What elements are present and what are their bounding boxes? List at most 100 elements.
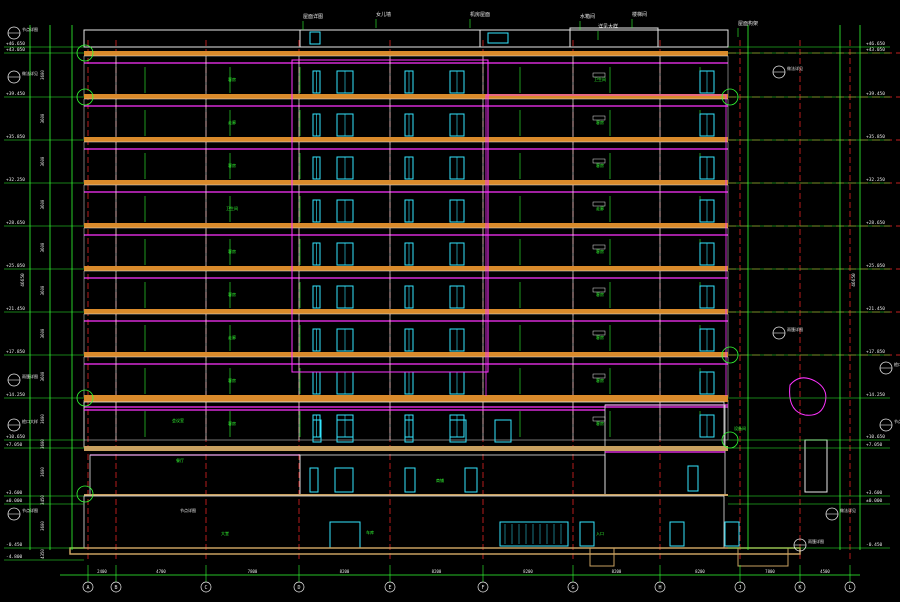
room-label: 客房 xyxy=(228,291,236,297)
top-label: 屋面详图 xyxy=(303,13,323,20)
left-elevation-label: +28.650 xyxy=(6,220,25,226)
right-elevation-label: +17.850 xyxy=(866,349,885,355)
room-label: 走廊 xyxy=(596,205,604,211)
right-elevation-label: +7.050 xyxy=(866,442,883,448)
callout-text: 节点详图 xyxy=(22,26,38,32)
grid-axis-label: J xyxy=(738,585,741,591)
node-marker xyxy=(721,88,739,106)
podium-label: 会议室 xyxy=(172,417,184,423)
window xyxy=(404,419,414,443)
callout-label: 节点详图 xyxy=(180,507,196,513)
foundation-pit xyxy=(737,547,789,567)
room-tag xyxy=(592,158,606,164)
grid-axis-label: A xyxy=(86,585,89,591)
story-dimension: 3600 xyxy=(40,285,45,295)
window xyxy=(404,467,416,493)
callout-text: 节点详图 xyxy=(894,418,900,424)
right-elevation-label: +28.650 xyxy=(866,220,885,226)
grid-axis-bubble xyxy=(293,581,305,593)
node-marker xyxy=(76,88,94,106)
window xyxy=(334,467,354,493)
room-label: 客房 xyxy=(228,162,236,168)
total-height-dimension: 46650 xyxy=(851,273,857,287)
roof-louver xyxy=(487,32,509,44)
node-marker xyxy=(721,346,739,364)
podium-hall xyxy=(299,454,606,496)
left-elevation-label: +39.450 xyxy=(6,91,25,97)
grid-dimension-value: 8200 xyxy=(695,569,705,574)
floor-bay xyxy=(83,184,729,226)
grid-axis-bubble xyxy=(567,581,579,593)
top-label: 女儿墙 xyxy=(376,11,391,18)
top-label: 水箱间 xyxy=(580,13,595,20)
floor-bay xyxy=(83,98,729,140)
grid-axis-bubble xyxy=(110,581,122,593)
floor-slab xyxy=(84,51,728,56)
grid-dimension-value: 8200 xyxy=(432,569,442,574)
top-label: 屋面构架 xyxy=(738,20,758,27)
lobby-space xyxy=(89,454,301,496)
callout-text: 檐口大样 xyxy=(22,418,38,424)
left-elevation-label: +25.050 xyxy=(6,263,25,269)
left-elevation-label: +21.450 xyxy=(6,306,25,312)
room-tag xyxy=(592,330,606,336)
node-marker xyxy=(76,44,94,62)
window xyxy=(336,419,354,443)
story-dimension: 4350 xyxy=(40,549,45,559)
right-elevation-label: +32.250 xyxy=(866,177,885,183)
left-elevation-label: +43.050 xyxy=(6,47,25,53)
floor-slab xyxy=(84,309,728,314)
grid-axis-label: L xyxy=(848,585,851,591)
room-tag xyxy=(592,287,606,293)
floor-slab xyxy=(84,352,728,357)
room-label: 客房 xyxy=(596,162,604,168)
floor-bay xyxy=(83,227,729,269)
room-label: 客房 xyxy=(596,377,604,383)
story-dimension: 3600 xyxy=(40,328,45,338)
room-label: 卫生间 xyxy=(594,76,606,82)
roof-parapet xyxy=(83,29,729,48)
left-elevation-label: +14.250 xyxy=(6,392,25,398)
grid-axis-bubble xyxy=(844,581,856,593)
entrance-door xyxy=(724,521,740,547)
right-elevation-label: +46.650 xyxy=(866,41,885,47)
floor-bay xyxy=(83,270,729,312)
grid-axis-bubble xyxy=(477,581,489,593)
grid-axis-label: E xyxy=(388,585,391,591)
grid-axis-bubble xyxy=(794,581,806,593)
callout-text: 做法详见 xyxy=(22,70,38,76)
podium-slab xyxy=(84,396,728,402)
grid-dimension-value: 7800 xyxy=(248,569,258,574)
callout-text: 檐口大样 xyxy=(894,361,900,367)
right-elevation-label: +3.600 xyxy=(866,490,883,496)
room-label: 卫生间 xyxy=(226,205,238,211)
left-elevation-label: -0.450 xyxy=(6,542,23,548)
right-elevation-label: -0.450 xyxy=(866,542,883,548)
total-height-dimension: 46650 xyxy=(20,273,26,287)
room-tag xyxy=(592,373,606,379)
top-label: 机房屋面 xyxy=(470,11,490,18)
story-dimension: 3600 xyxy=(40,521,45,531)
callout-text: 雨篷详图 xyxy=(787,326,803,332)
foundation xyxy=(69,547,801,555)
roof-window xyxy=(309,31,321,45)
room-label: 客房 xyxy=(596,420,604,426)
grid-axis-label: B xyxy=(114,585,117,591)
floor-slab xyxy=(84,180,728,185)
story-dimension: 3600 xyxy=(40,242,45,252)
podium-label: 大堂 xyxy=(221,530,229,536)
grid-axis-bubble xyxy=(734,581,746,593)
floor-bay xyxy=(83,313,729,355)
floor-slab xyxy=(84,266,728,271)
story-dimension: 3600 xyxy=(40,371,45,381)
entrance-door xyxy=(329,521,361,549)
foundation-pit xyxy=(589,547,615,567)
story-dimension: 3600 xyxy=(40,199,45,209)
callout-text: 雨篷详图 xyxy=(22,373,38,379)
window xyxy=(687,465,699,492)
podium-label: 入口 xyxy=(596,531,604,536)
room-label: 客房 xyxy=(228,420,236,426)
grid-axis-label: H xyxy=(658,585,661,591)
